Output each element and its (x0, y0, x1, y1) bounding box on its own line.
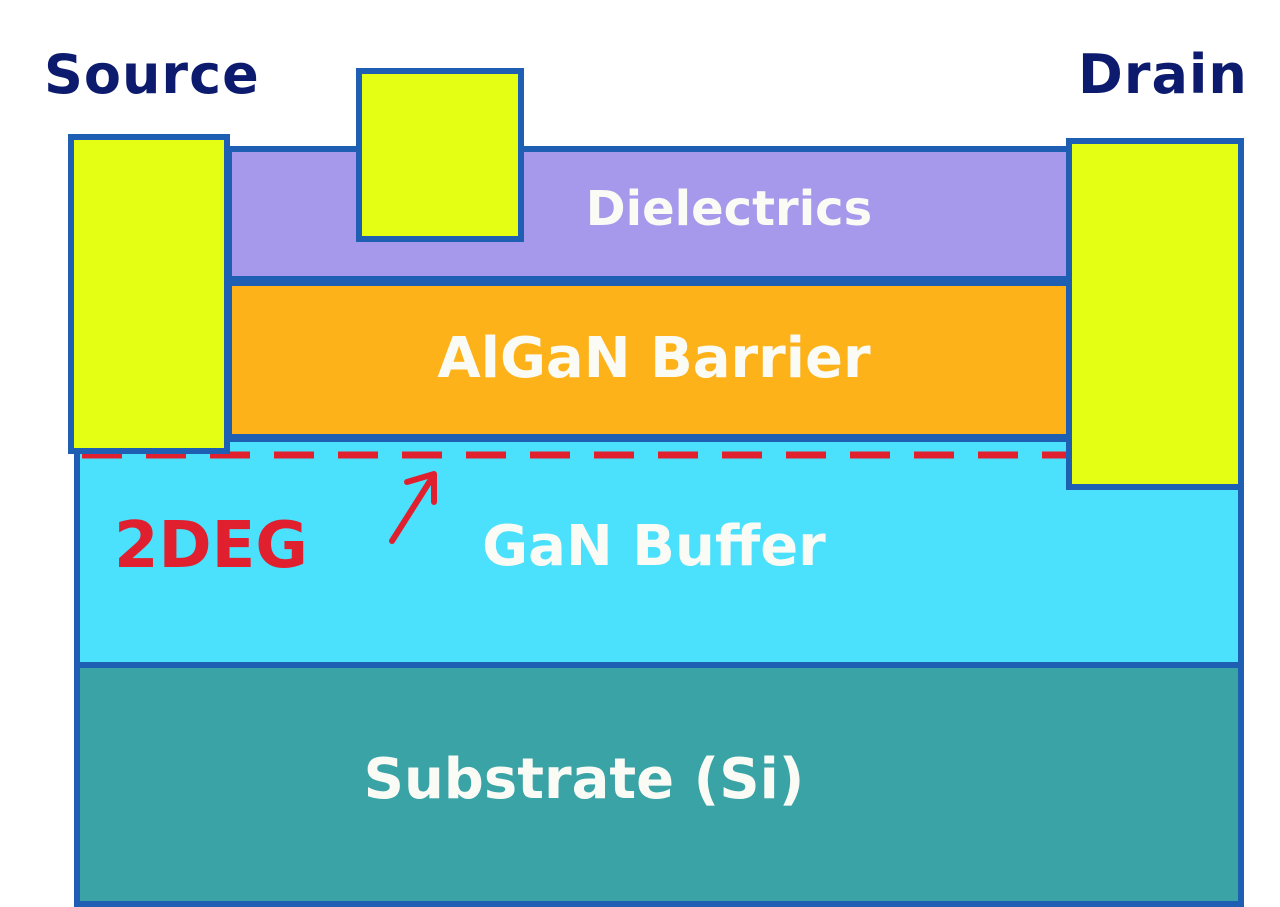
source-label: Source (44, 43, 260, 106)
2deg-label: 2DEG (114, 509, 308, 583)
drain-label: Drain (1078, 43, 1248, 106)
gan-buffer-layer: GaN Buffer (74, 436, 1244, 668)
substrate-label: Substrate (Si) (363, 746, 805, 812)
algan-barrier-label: AlGaN Barrier (437, 326, 871, 391)
dielectrics-label: Dielectrics (585, 181, 873, 237)
gate-electrode (356, 68, 524, 242)
drain-electrode (1066, 138, 1244, 490)
2deg-arrow-shaft (389, 478, 433, 544)
gan-buffer-label: GaN Buffer (482, 514, 826, 579)
substrate-layer: Substrate (Si) (74, 662, 1244, 907)
source-electrode (68, 134, 230, 454)
2deg-arrow-head (404, 471, 437, 505)
